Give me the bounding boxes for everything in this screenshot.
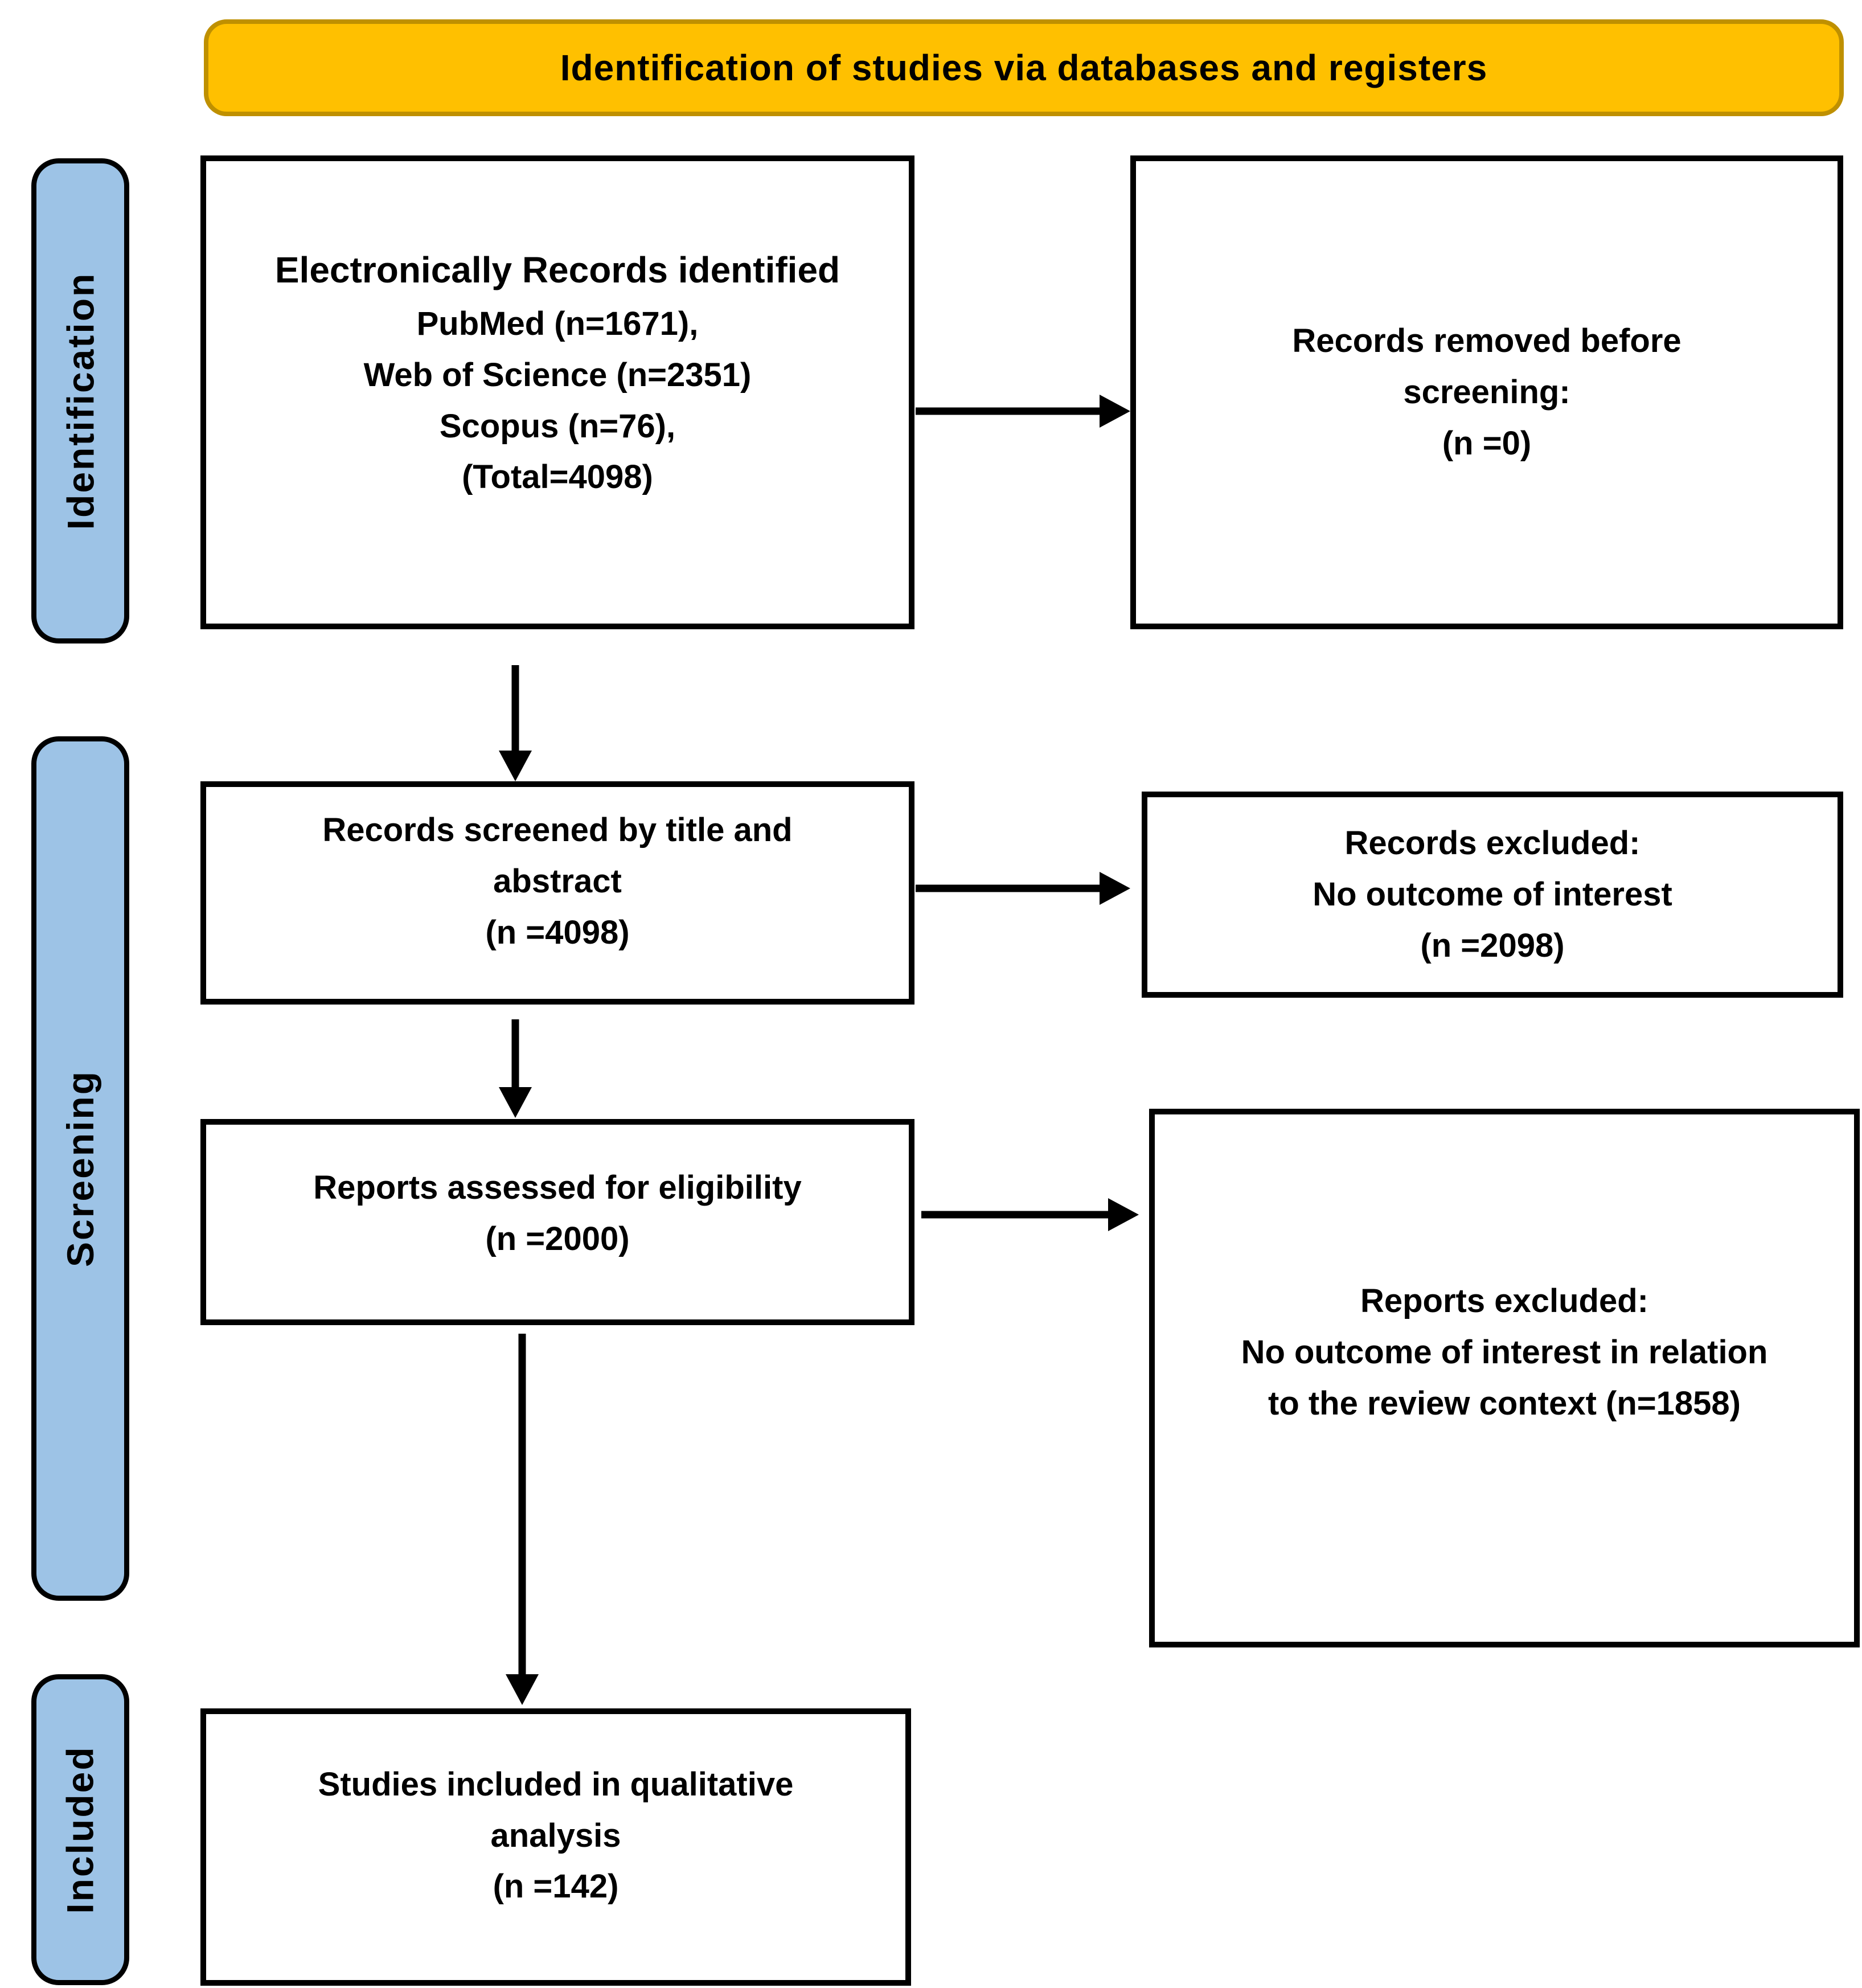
arrow-right-head-icon [1100, 872, 1130, 905]
arrow-down-head-icon [499, 1087, 532, 1118]
box-reports-excluded: Reports excluded: No outcome of interest… [1149, 1109, 1860, 1647]
box-records-identified-lines: PubMed (n=1671), Web of Science (n=2351)… [363, 305, 752, 496]
arrow-shaft [921, 1211, 1110, 1219]
box-records-identified-heading: Electronically Records identified [274, 249, 840, 290]
box-reports-assessed: Reports assessed for eligibility (n =200… [200, 1119, 914, 1325]
stage-label-identification-text: Identification [59, 272, 102, 530]
stage-label-identification: Identification [31, 158, 129, 643]
box-reports-excluded-lines: Reports excluded: No outcome of interest… [1241, 1282, 1768, 1422]
connector-arrow-screened-to-excluded [916, 871, 1130, 905]
arrow-shaft [916, 407, 1102, 415]
box-records-identified: Electronically Records identified PubMed… [200, 155, 914, 629]
stage-label-screening-text: Screening [59, 1069, 102, 1268]
box-records-removed-before-screening: Records removed before screening: (n =0) [1130, 155, 1843, 629]
box-records-screened-lines: Records screened by title and abstract (… [322, 811, 793, 951]
arrow-right-head-icon [1100, 395, 1130, 428]
box-records-excluded: Records excluded: No outcome of interest… [1142, 792, 1843, 998]
box-reports-assessed-lines: Reports assessed for eligibility (n =200… [313, 1169, 802, 1257]
arrow-down-head-icon [506, 1674, 539, 1705]
connector-arrow-assessed-to-reports-excluded [921, 1198, 1139, 1232]
box-studies-included: Studies included in qualitative analysis… [200, 1708, 911, 1986]
stage-label-included-text: Included [59, 1745, 102, 1914]
banner-title: Identification of studies via databases … [204, 19, 1844, 116]
connector-arrow-identified-to-removed [916, 394, 1130, 428]
arrow-shaft [511, 1019, 519, 1089]
stage-label-included: Included [31, 1674, 129, 1985]
box-records-excluded-lines: Records excluded: No outcome of interest… [1313, 825, 1672, 964]
box-records-screened: Records screened by title and abstract (… [200, 781, 914, 1005]
stage-label-screening: Screening [31, 736, 129, 1601]
connector-arrow-identified-to-screened [498, 665, 532, 781]
box-records-removed-lines: Records removed before screening: (n =0) [1292, 322, 1681, 462]
arrow-right-head-icon [1108, 1198, 1139, 1231]
box-studies-included-lines: Studies included in qualitative analysis… [318, 1765, 794, 1905]
arrow-shaft [916, 884, 1102, 892]
connector-arrow-assessed-to-included [505, 1334, 539, 1705]
arrow-shaft [518, 1334, 526, 1677]
arrow-down-head-icon [499, 751, 532, 781]
arrow-shaft [511, 665, 519, 753]
connector-arrow-screened-to-assessed [498, 1019, 532, 1118]
